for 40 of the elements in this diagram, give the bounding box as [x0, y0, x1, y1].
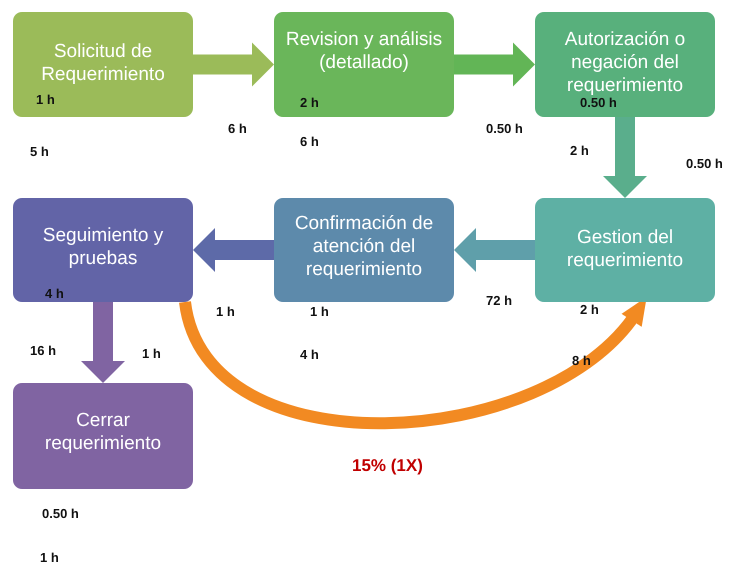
duration-label: 6 h — [228, 121, 247, 136]
process-box — [535, 12, 715, 117]
block-arrow — [81, 302, 125, 383]
duration-label: 1 h — [310, 304, 329, 319]
duration-label: 0.50 h — [486, 121, 523, 136]
block-arrow — [193, 228, 274, 272]
block-arrow — [603, 117, 647, 198]
box-label: Autorización o negación del requerimiento — [564, 28, 686, 97]
process-box — [13, 12, 193, 117]
duration-label: 2 h — [570, 143, 589, 158]
duration-label: 0.50 h — [686, 156, 723, 171]
box-label: Seguimiento y pruebas — [42, 224, 164, 270]
duration-label: 72 h — [486, 293, 512, 308]
box-label: Gestion del requerimiento — [566, 226, 684, 272]
block-arrow — [454, 228, 535, 272]
duration-label: 2 h — [580, 302, 599, 317]
duration-label: 1 h — [216, 304, 235, 319]
duration-label: 1 h — [40, 550, 59, 565]
box-label: Solicitud de Requerimiento — [40, 40, 166, 86]
block-arrow — [454, 42, 535, 86]
duration-label: 4 h — [45, 286, 64, 301]
process-box — [274, 12, 454, 117]
process-box — [274, 198, 454, 302]
duration-label: 4 h — [300, 347, 319, 362]
box-label: Confirmación de atención del requerimiento — [294, 212, 434, 281]
block-arrow — [193, 42, 274, 86]
duration-label: 2 h — [300, 95, 319, 110]
edge-label: 15% (1X) — [352, 456, 423, 476]
box-label: Revision y análisis (detallado) — [284, 28, 444, 74]
duration-label: 16 h — [30, 343, 56, 358]
box-label: Cerrar requerimiento — [44, 409, 162, 455]
process-box — [13, 383, 193, 489]
duration-label: 0.50 h — [42, 506, 79, 521]
duration-label: 6 h — [300, 134, 319, 149]
duration-label: 1 h — [36, 92, 55, 107]
duration-label: 0.50 h — [580, 95, 617, 110]
duration-label: 5 h — [30, 144, 49, 159]
process-box — [535, 198, 715, 302]
duration-label: 1 h — [142, 346, 161, 361]
process-box — [13, 198, 193, 302]
